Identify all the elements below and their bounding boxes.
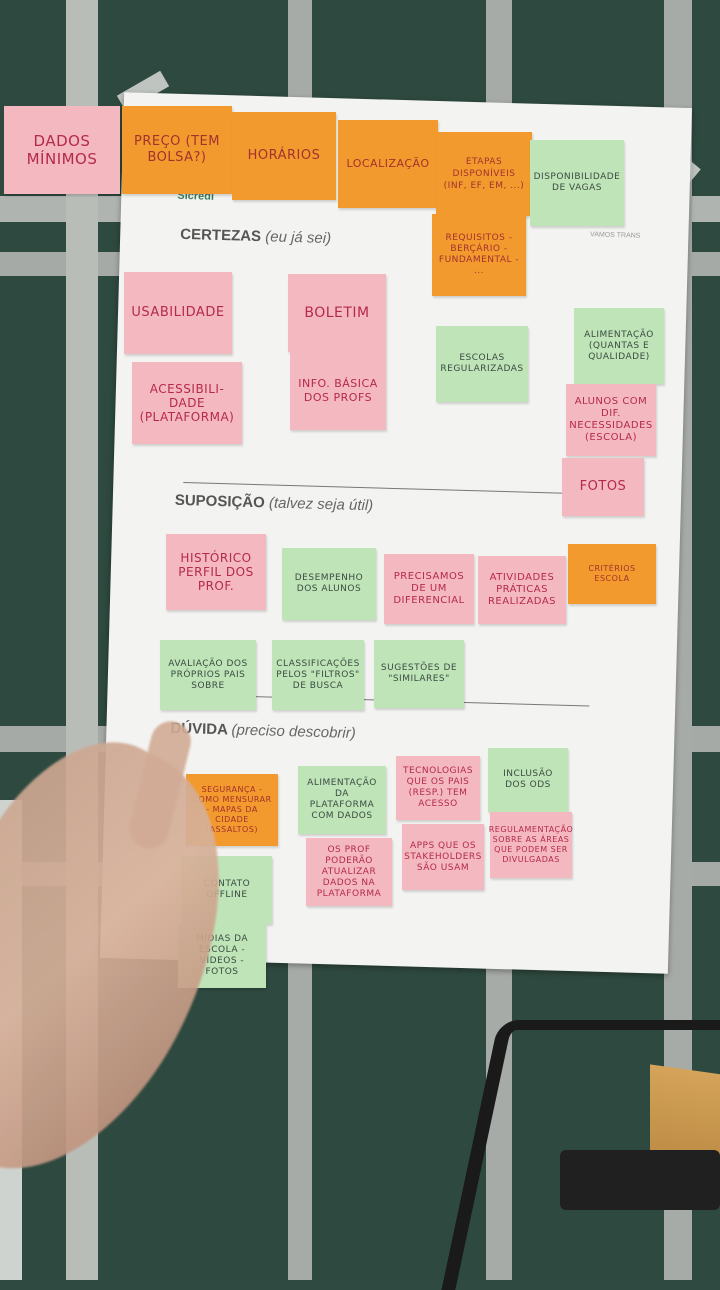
sticky-note: AVALIAÇÃO DOS PRÓPRIOS PAIS SOBRE (160, 640, 256, 710)
sticky-note: INFO. BÁSICA DOS PROFS (290, 352, 386, 430)
sticky-note: OS PROF PODERÃO ATUALIZAR DADOS NA PLATA… (306, 838, 392, 906)
section-title-suposicao: SUPOSIÇÃO (talvez seja útil) (174, 491, 374, 515)
sticky-note: INCLUSÃO DOS ODS (488, 748, 568, 812)
section-divider (183, 482, 570, 494)
sticky-note: Alimentação da plataforma com dados (298, 766, 386, 834)
sticky-note: DESEMPENHO DOS ALUNOS (282, 548, 376, 620)
sticky-note: ALIMENTAÇÃO (QUANTAS E QUALIDADE) (574, 308, 664, 384)
brand-mark: VAMOS TRANS (589, 231, 641, 240)
sticky-note: DISPONIBILIDADE DE VAGAS (530, 140, 624, 226)
sticky-note: FOTOS (562, 458, 644, 516)
sticky-note: ALUNOS COM DIF. NECESSIDADES (ESCOLA) (566, 384, 656, 456)
sticky-note: PRECISAMOS DE UM DIFERENCIAL (384, 554, 474, 624)
sticky-note: SUGESTÕES DE "SIMILARES" (374, 640, 464, 708)
sticky-note: DADOS MÍNIMOS (4, 106, 120, 194)
section-title-certezas: CERTEZAS (eu já sei) (180, 225, 332, 248)
sticky-note: ATIVIDADES PRÁTICAS REALIZADAS (478, 556, 566, 624)
sticky-note: LOCALIZAÇÃO (338, 120, 438, 208)
sticky-note: CLASSIFICAÇÕES PELOS "FILTROS" DE BUSCA (272, 640, 364, 710)
sticky-note: TECNOLOGIAS QUE OS PAIS (RESP.) TEM ACES… (396, 756, 480, 820)
sticky-note: HISTÓRICO PERFIL DOS PROF. (166, 534, 266, 610)
sticky-note: PREÇO (TEM BOLSA?) (122, 106, 232, 194)
sticky-note: BOLETIM (288, 274, 386, 352)
sticky-note: ETAPAS DISPONÍVEIS (INF, EF, EM, ...) (436, 132, 532, 216)
sticky-note: Escolas Regularizadas (436, 326, 528, 402)
sticky-note: HORÁRIOS (232, 112, 336, 200)
sticky-note: USABILIDADE (124, 272, 232, 354)
sticky-note: REQUISITOS - BERÇÁRIO - FUNDAMENTAL - ..… (432, 214, 526, 296)
sticky-note: REGULAMENTAÇÃO SOBRE AS ÁREAS QUE PODEM … (489, 812, 573, 878)
sticky-note: CRITÉRIOS ESCOLA (568, 544, 656, 604)
sticky-note: APPS QUE OS STAKEHOLDERS SÃO USAM (402, 824, 484, 890)
sticky-note: ACESSIBILI-DADE (PLATAFORMA) (132, 362, 242, 444)
section-title-duvida: DÚVIDA (preciso descobrir) (170, 719, 356, 742)
chair-seat (560, 1150, 720, 1210)
